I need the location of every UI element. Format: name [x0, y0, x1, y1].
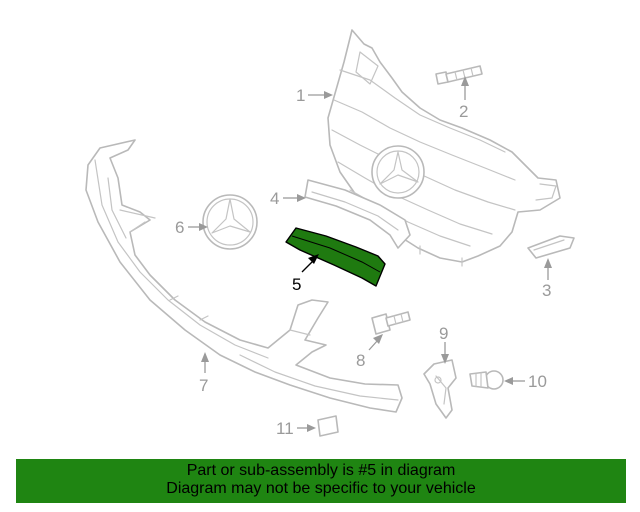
callout-9: 9 [439, 324, 448, 343]
callout-8: 8 [356, 351, 365, 370]
bumper-cover [85, 139, 403, 413]
bolt-part-8 [371, 311, 411, 335]
side-reflector [527, 235, 575, 259]
clip-part-11 [317, 415, 339, 437]
trim-strip [304, 179, 411, 249]
banner-line-disclaimer: Diagram may not be specific to your vehi… [166, 480, 476, 497]
callout-7: 7 [199, 376, 208, 395]
callout-4: 4 [270, 189, 279, 208]
callout-5: 5 [292, 275, 301, 294]
star-emblem [202, 194, 258, 250]
leader-lines [188, 76, 552, 432]
screw-part-10 [469, 370, 504, 390]
parts-diagram: 1 2 3 4 5 6 7 8 9 10 11 [85, 29, 575, 438]
notice-banner: Part or sub-assembly is #5 in diagram Di… [16, 459, 626, 503]
callout-11: 11 [276, 419, 294, 438]
callout-2: 2 [459, 102, 468, 121]
molding-part-5-edge [291, 235, 381, 273]
callout-3: 3 [542, 281, 551, 300]
banner-line-part: Part or sub-assembly is #5 in diagram [186, 462, 456, 479]
molding-part-5 [285, 227, 386, 287]
callout-10: 10 [528, 372, 547, 391]
bolt-part-2 [435, 65, 483, 85]
mounting-bracket [423, 359, 457, 419]
callout-6: 6 [175, 218, 184, 237]
grille-assembly [327, 29, 561, 267]
callout-1: 1 [296, 86, 305, 105]
